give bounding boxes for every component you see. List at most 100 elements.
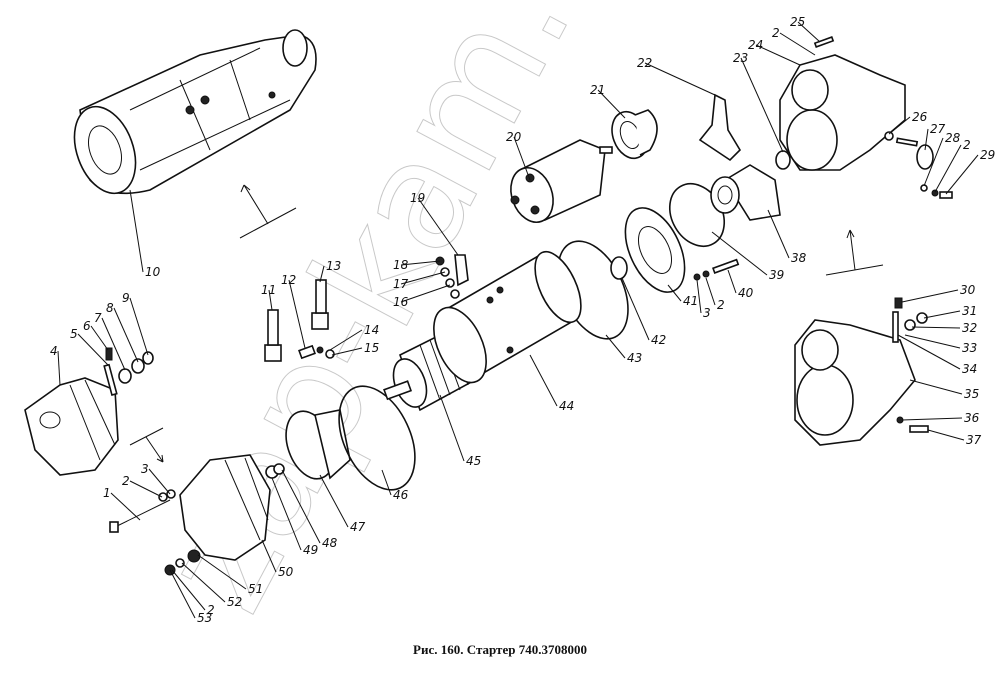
callout-label: 30 (960, 283, 976, 297)
brush-end-housing (109, 454, 271, 576)
leader-line (909, 379, 963, 395)
callout-label: 33 (962, 341, 977, 355)
leader-line (57, 350, 61, 386)
callout-label: 2 (772, 26, 780, 40)
callout-label: 3 (703, 306, 711, 320)
leader-line (667, 284, 682, 302)
callout-label: 27 (930, 122, 946, 136)
leader-line (644, 62, 716, 96)
callout-label: 15 (364, 341, 379, 355)
terminal-parts (435, 254, 469, 299)
small-parts-left (103, 347, 154, 396)
leader-line (740, 57, 784, 153)
leader-line (329, 329, 363, 351)
leader-line (288, 279, 306, 349)
leader-line (755, 44, 801, 66)
leader-line (767, 209, 790, 259)
callout-label: 9 (122, 291, 130, 305)
leader-line (797, 21, 821, 43)
leader-line (129, 480, 163, 498)
leader-line (934, 144, 962, 193)
callout-label: 8 (106, 301, 114, 315)
callout-label: 20 (506, 130, 522, 144)
figure-caption: Рис. 160. Стартер 740.3708000 (413, 642, 587, 657)
callout-label: 53 (197, 611, 212, 625)
callout-label: 14 (364, 323, 379, 337)
assembled-starter (73, 29, 317, 195)
callout-label: 46 (393, 488, 409, 502)
leader-line (897, 334, 961, 370)
callout-label: 51 (248, 582, 263, 596)
rear-cover (24, 377, 119, 476)
leader-line (400, 284, 451, 303)
leader-line (148, 468, 171, 495)
callout-label: 1 (103, 486, 111, 500)
leader-line (331, 347, 363, 356)
callout-label: 2 (122, 474, 130, 488)
callout-label: 10 (145, 265, 161, 279)
callout-label: 41 (683, 294, 698, 308)
leader-line (77, 333, 109, 366)
leader-line (705, 277, 716, 306)
leader-line (711, 231, 768, 276)
callout-label: 50 (278, 565, 294, 579)
callout-label: 3 (141, 462, 149, 476)
callout-label: 11 (261, 283, 276, 297)
callout-label: 48 (322, 536, 338, 550)
direction-arrow (129, 184, 884, 463)
leader-line (271, 477, 302, 551)
callout-label: 2 (963, 138, 971, 152)
leader-line (911, 326, 961, 329)
callout-label: 18 (393, 258, 409, 272)
callout-label: 44 (559, 399, 574, 413)
leader-lines (57, 21, 979, 619)
callout-label: 23 (733, 51, 748, 65)
leader-line (927, 429, 965, 441)
callout-label: 2 (207, 603, 215, 617)
leader-line (319, 265, 325, 283)
leader-line (110, 492, 141, 521)
callout-label: 28 (945, 131, 961, 145)
leader-line (101, 317, 126, 371)
leader-line (923, 310, 961, 319)
callout-label: 47 (350, 520, 366, 534)
leader-line (400, 260, 441, 266)
callout-label: 39 (769, 268, 784, 282)
callout-label: 6 (83, 319, 91, 333)
callout-label: 36 (964, 411, 980, 425)
drive-housing (779, 36, 953, 199)
callout-label: 42 (651, 333, 666, 347)
leader-line (169, 569, 196, 619)
callout-label: 29 (980, 148, 995, 162)
leader-line (888, 116, 911, 135)
callout-label: 26 (912, 110, 928, 124)
leader-line (129, 297, 149, 356)
callout-label: 12 (281, 273, 296, 287)
leader-line (901, 289, 959, 303)
leader-line (529, 354, 558, 407)
leader-line (381, 469, 392, 496)
callout-label: 21 (590, 83, 605, 97)
callout-label: 52 (227, 595, 242, 609)
callout-label: 22 (637, 56, 652, 70)
leader-line (439, 394, 465, 462)
shift-lever (698, 93, 742, 162)
leader-line (621, 277, 650, 341)
solenoid (510, 139, 613, 223)
leader-line (268, 289, 273, 311)
callout-label: 32 (962, 321, 977, 335)
leader-line (319, 474, 349, 528)
callout-label: 4 (50, 344, 58, 358)
leader-line (129, 189, 144, 273)
leader-line (400, 271, 446, 285)
drive-housing-alt (794, 297, 929, 446)
leader-line (923, 137, 944, 187)
o-ring-46 (338, 385, 416, 491)
callout-label: 17 (393, 277, 409, 291)
callout-label: 13 (326, 259, 341, 273)
leader-line (417, 197, 459, 256)
stator-housing (433, 250, 582, 384)
intermediate-plate (610, 207, 686, 293)
